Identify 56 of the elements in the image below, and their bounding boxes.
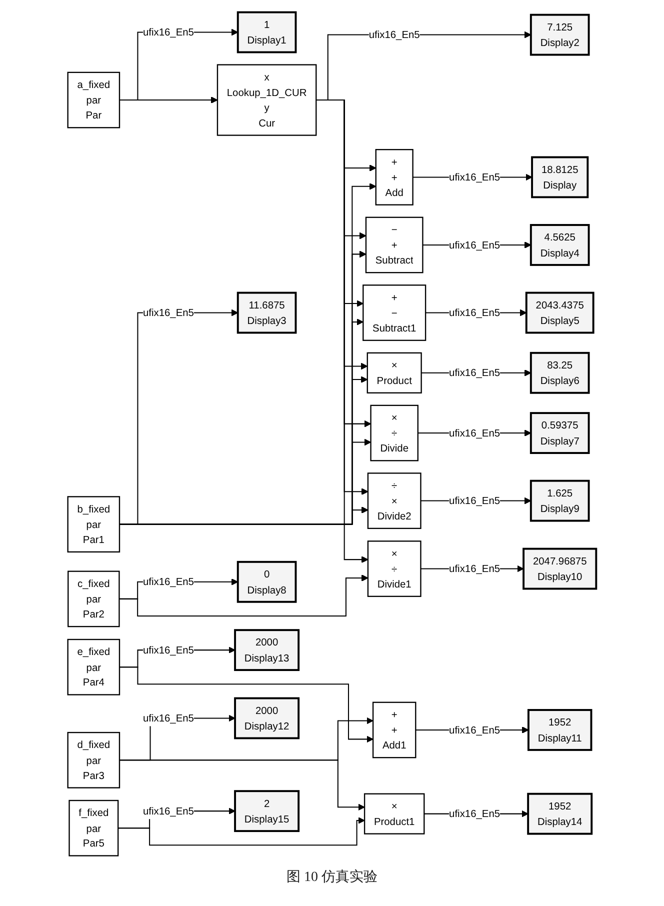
edge-label: ufix16_En5 (142, 712, 194, 724)
node-box: 1 Display1 (236, 11, 297, 54)
node-box: × Product (366, 352, 422, 394)
node-box: − + Subtract (365, 216, 424, 274)
node-box: d_fixed par Par3 (67, 732, 120, 788)
arrow (119, 376, 368, 525)
edge-label: ufix16_En5 (449, 238, 500, 251)
node-box: e_fixed par Par4 (67, 638, 120, 696)
node-box: 11.6875 Display3 (236, 292, 297, 334)
arrow (119, 760, 365, 811)
node-box: f_fixed par Par5 (68, 800, 119, 856)
edge-label: ufix16_En5 (142, 644, 194, 656)
edge-label: ufix16_En5 (449, 494, 500, 506)
edge-label: ufix16_En5 (449, 171, 500, 183)
edge-label: ufix16_En5 (142, 576, 194, 588)
arrow (119, 666, 374, 743)
node-box: b_fixed par Par1 (67, 496, 120, 552)
node-box: ÷ × Divide2 (367, 472, 422, 529)
node-box: c_fixed par Par2 (68, 570, 120, 628)
edge-label: ufix16_En5 (142, 26, 194, 38)
edge-label: ufix16_En5 (142, 306, 194, 318)
node-box: 0.59375 Display7 (530, 412, 590, 454)
node-box: 7.125 Display2 (530, 14, 590, 56)
arrow (119, 506, 368, 525)
node-box: × Product1 (364, 793, 425, 834)
edge-label: ufix16_En5 (449, 808, 500, 820)
edge-label: ufix16_En5 (449, 366, 500, 379)
node-box: 2043.4375 Display5 (525, 292, 594, 334)
arrow (119, 438, 372, 525)
caption: 图 10 仿真实验 (286, 868, 378, 886)
node-box: + − Subtract1 (362, 284, 426, 341)
edge-label: ufix16_En5 (449, 426, 500, 439)
node-box: x Lookup_1D_CUR y Cur (216, 64, 317, 136)
node-box: 1952 Display11 (527, 709, 592, 751)
node-box: + + Add (375, 149, 414, 206)
node-box: a_fixed par Par (67, 72, 120, 128)
node-box: 2 Display15 (234, 790, 300, 832)
node-box: 18.8125 Display (531, 156, 589, 198)
edge-label: ufix16_En5 (142, 805, 194, 817)
node-box: × ÷ Divide (370, 404, 418, 462)
node-box: + + Add1 (372, 702, 416, 758)
node-box: 2047.96875 Display10 (522, 548, 598, 590)
edge-label: ufix16_En5 (368, 28, 420, 40)
arrow (119, 96, 218, 104)
node-box: 0 Display8 (236, 560, 297, 603)
arrow (118, 817, 365, 846)
edge-label: ufix16_En5 (449, 306, 500, 318)
edge-label: ufix16_En5 (449, 724, 500, 736)
node-box: 83.25 Display6 (530, 352, 590, 394)
node-box: × ÷ Divide1 (367, 540, 422, 597)
node-box: 2000 Display12 (234, 697, 300, 740)
node-box: 1952 Display14 (527, 792, 593, 835)
node-box: 2000 Display13 (234, 629, 300, 672)
edge-label: ufix16_En5 (449, 562, 500, 574)
node-box: 1.625 Display9 (530, 480, 590, 522)
node-box: 4.5625 Display4 (530, 224, 590, 266)
